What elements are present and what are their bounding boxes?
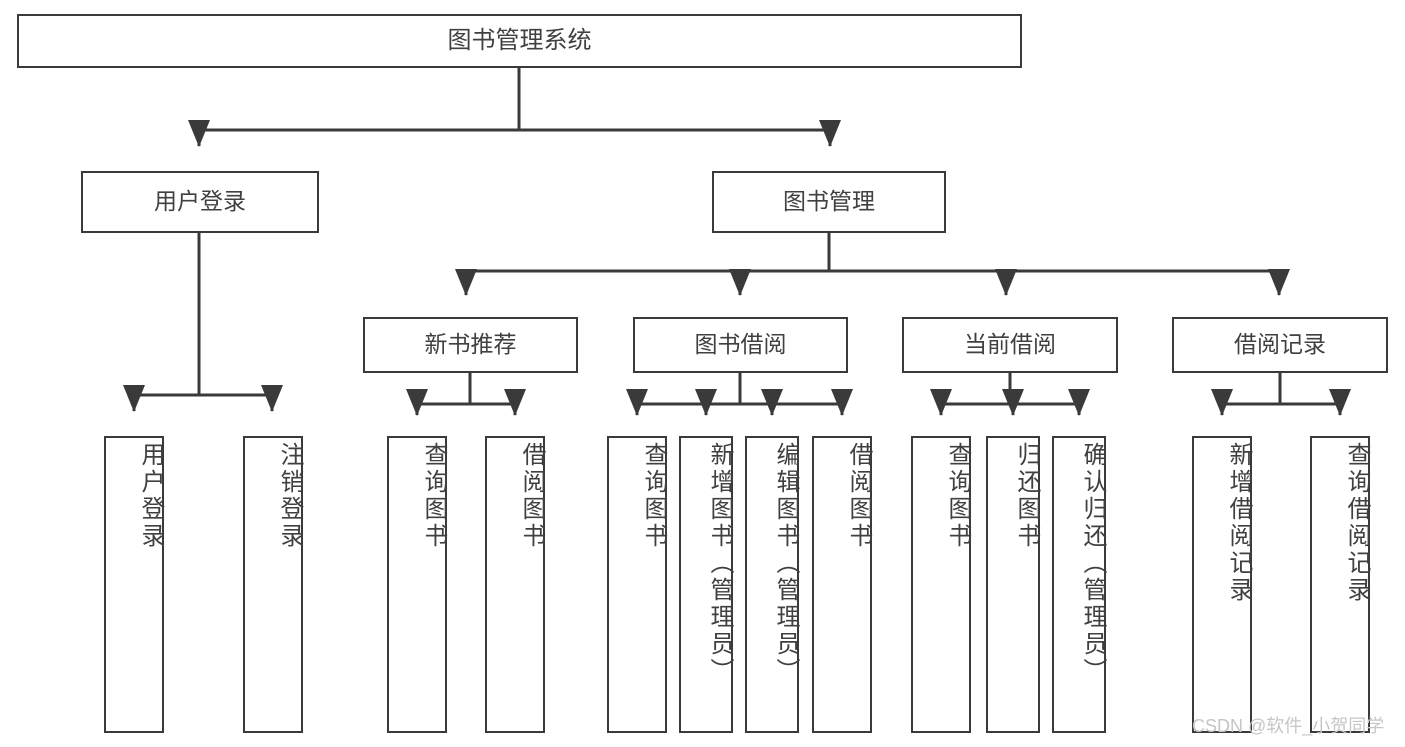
node-label: 图书管理 xyxy=(783,188,875,215)
node-label: 查询图书 xyxy=(420,442,447,550)
node-label: 归还图书 xyxy=(1013,442,1040,550)
node-label: 查询借阅记录 xyxy=(1343,442,1370,604)
node-label: 用户登录 xyxy=(154,188,246,215)
node-user-login[interactable]: 用户登录 xyxy=(81,171,319,233)
node-leaf-add-borrow-record[interactable]: 新增借阅记录 xyxy=(1192,436,1252,733)
node-label: 确认归还（管理员） xyxy=(1079,442,1106,685)
node-label: 新增图书（管理员） xyxy=(706,442,733,685)
node-leaf-query-borrow-record[interactable]: 查询借阅记录 xyxy=(1310,436,1370,733)
node-leaf-query-book-current[interactable]: 查询图书 xyxy=(911,436,971,733)
node-leaf-borrow-book[interactable]: 借阅图书 xyxy=(812,436,872,733)
node-label: 编辑图书（管理员） xyxy=(772,442,799,685)
node-leaf-borrow-book-recommend[interactable]: 借阅图书 xyxy=(485,436,545,733)
node-label: 借阅图书 xyxy=(518,442,545,550)
csdn-watermark: CSDN @软件_小贺同学 xyxy=(1192,716,1385,736)
node-leaf-add-book[interactable]: 新增图书（管理员） xyxy=(679,436,733,733)
node-book-borrow[interactable]: 图书借阅 xyxy=(633,317,848,373)
connector-bookborrow-to-leaves xyxy=(626,373,853,416)
node-label: 图书借阅 xyxy=(694,331,787,358)
node-label: 新书推荐 xyxy=(424,331,517,358)
node-leaf-edit-book[interactable]: 编辑图书（管理员） xyxy=(745,436,799,733)
node-borrow-record[interactable]: 借阅记录 xyxy=(1172,317,1388,373)
node-leaf-query-book-borrow[interactable]: 查询图书 xyxy=(607,436,667,733)
connector-bookmgmt-to-level3 xyxy=(455,233,1290,296)
connector-currentborrow-to-leaves xyxy=(930,373,1090,416)
node-leaf-query-book-recommend[interactable]: 查询图书 xyxy=(387,436,447,733)
node-label: 图书管理系统 xyxy=(447,26,592,54)
node-label: 查询图书 xyxy=(640,442,667,550)
connector-recommend-to-leaves xyxy=(406,373,526,416)
node-label: 当前借阅 xyxy=(964,331,1056,358)
connector-root-to-level2 xyxy=(188,68,841,147)
connector-borrowrecord-to-leaves xyxy=(1211,373,1351,416)
node-label: 借阅记录 xyxy=(1234,331,1326,358)
node-new-book-recommend[interactable]: 新书推荐 xyxy=(363,317,578,373)
connector-userlogin-to-leaves xyxy=(123,233,283,412)
node-root-system[interactable]: 图书管理系统 xyxy=(17,14,1022,68)
node-leaf-user-logout[interactable]: 注销登录 xyxy=(243,436,303,733)
node-label: 注销登录 xyxy=(276,442,303,550)
node-book-management[interactable]: 图书管理 xyxy=(712,171,946,233)
node-label: 查询图书 xyxy=(944,442,971,550)
node-leaf-user-login[interactable]: 用户登录 xyxy=(104,436,164,733)
node-label: 新增借阅记录 xyxy=(1225,442,1252,604)
node-leaf-return-book[interactable]: 归还图书 xyxy=(986,436,1040,733)
node-leaf-confirm-return[interactable]: 确认归还（管理员） xyxy=(1052,436,1106,733)
node-label: 借阅图书 xyxy=(845,442,872,550)
node-current-borrow[interactable]: 当前借阅 xyxy=(902,317,1118,373)
node-label: 用户登录 xyxy=(137,442,164,550)
